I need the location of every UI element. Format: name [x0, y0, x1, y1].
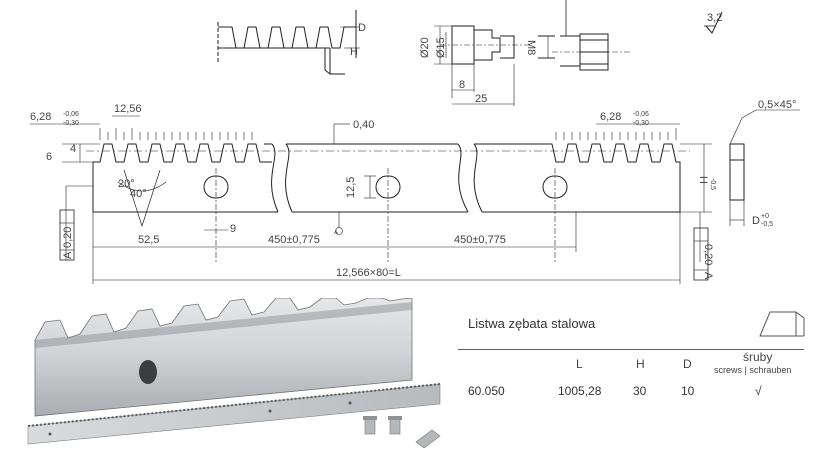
- screw-25-label: 25: [475, 93, 487, 105]
- dimension-labels: 3,2 D H Ø20 Ø15 M8 8 25 6,28 -0,06 -0,30…: [30, 12, 796, 280]
- flatness-left-value: 0,20: [62, 227, 74, 248]
- col-header-h: H: [636, 357, 645, 371]
- tooth-h4-label: 4: [70, 143, 76, 155]
- tooth-profile-sketch: [217, 10, 360, 76]
- screw-d20-label: Ø20: [419, 37, 431, 58]
- depth-tol-lower: -0,5: [761, 221, 773, 228]
- col-header-screws-sub: screws | schrauben: [714, 365, 792, 375]
- row-length: 1005,28: [558, 384, 602, 398]
- pitch-right-label: 6,28: [600, 111, 621, 123]
- profile-d-label: D: [358, 22, 366, 34]
- angle-40-label: 40°: [130, 188, 147, 200]
- screw-m8-label: M8: [525, 40, 537, 55]
- pitch-spacing-label: 12,56: [114, 103, 142, 115]
- offset-9-label: 9: [230, 223, 236, 235]
- angle-20-label: 20°: [118, 178, 135, 190]
- pitch-left-label: 6,28: [30, 111, 51, 123]
- flatness-right-value: 0,20: [702, 244, 714, 265]
- depth-tol-upper: +0: [761, 213, 769, 220]
- rack-bar-drawing: [30, 115, 712, 284]
- pitch-right-tol-upper: -0,06: [633, 111, 649, 118]
- col-header-l: L: [576, 357, 583, 371]
- row-height: 30: [633, 384, 647, 398]
- row-code: 60.050: [468, 384, 505, 398]
- profile-h-label: H: [350, 46, 358, 58]
- pitch-right-tol-lower: -0,30: [633, 120, 649, 127]
- screw-d15-label: Ø15: [435, 37, 447, 58]
- pitch-left-tol-upper: -0,06: [63, 111, 79, 118]
- product-photo: [27, 298, 441, 449]
- col-header-screws: śruby: [743, 350, 773, 364]
- flatness-left-datum: A: [62, 251, 74, 259]
- screw-photo: [363, 416, 441, 449]
- screw-8-label: 8: [459, 79, 465, 91]
- chamfer-label: 0,5×45°: [758, 99, 796, 111]
- height-tol-label: -0,5: [709, 178, 716, 190]
- flatness-right-datum: A: [702, 272, 714, 280]
- roughness-symbol: [705, 11, 723, 34]
- depth-label: D: [752, 215, 760, 227]
- product-title: Listwa zębata stalowa: [468, 316, 596, 331]
- spec-table: Listwa zębata stalowa L H D śruby screws…: [458, 300, 830, 410]
- rack-cross-section: [729, 109, 800, 226]
- hole-spacing-2-label: 450±0,775: [454, 234, 506, 246]
- col-header-d: D: [683, 357, 692, 371]
- pitch-left-tol-lower: -0,30: [63, 120, 79, 127]
- hole-spacing-1-label: 450±0,775: [268, 234, 320, 246]
- table-divider: [458, 349, 804, 350]
- height-label: H: [697, 176, 709, 184]
- roughness-value: 3,2: [707, 12, 722, 24]
- rack-profile-icon: [759, 311, 805, 337]
- flatness-frame-left: [59, 209, 75, 261]
- row-depth: 10: [681, 384, 695, 398]
- screw-sketch: [434, 0, 630, 106]
- row-screws: √: [755, 384, 762, 398]
- technical-drawing: 3,2 D H Ø20 Ø15 M8 8 25 6,28 -0,06 -0,30…: [30, 0, 800, 284]
- slot-width-label: 12,5: [345, 177, 357, 198]
- tooth-h6-label: 6: [46, 151, 52, 163]
- first-hole-label: 52,5: [138, 234, 159, 246]
- gap-label: 0,40: [353, 119, 374, 131]
- total-length-label: 12,566×80=L: [336, 267, 401, 279]
- datum-marker: A: [334, 230, 338, 236]
- flatness-frame-right: [693, 227, 709, 281]
